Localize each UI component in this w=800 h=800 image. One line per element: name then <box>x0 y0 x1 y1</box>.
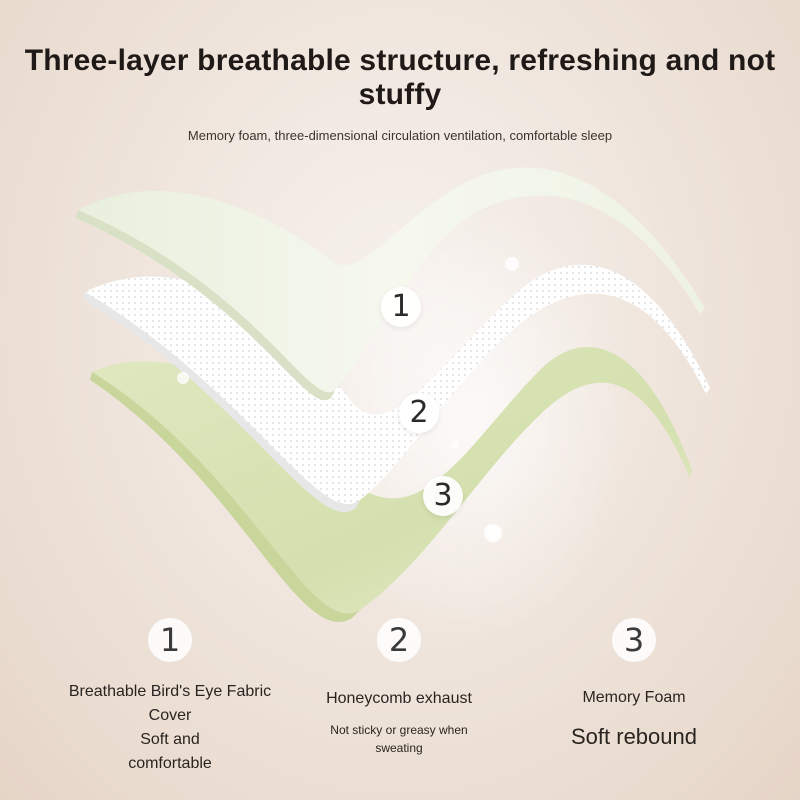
feature-desc: Soft rebound <box>571 724 697 749</box>
feature-fabric: 1 Breathable Bird's Eye Fabric Cover Sof… <box>60 618 280 776</box>
feature-honeycomb: 2 Honeycomb exhaust Not sticky or greasy… <box>289 618 509 757</box>
feature-desc-cont: sweating <box>375 741 423 755</box>
page-title: Three-layer breathable structure, refres… <box>24 44 776 111</box>
page-subtitle: Memory foam, three-dimensional circulati… <box>187 128 613 143</box>
bubble <box>505 257 519 271</box>
feature-number: 1 <box>148 618 192 662</box>
bubble <box>484 524 502 542</box>
feature-memory-foam: 3 Memory Foam Soft rebound <box>524 618 744 750</box>
bubble <box>177 372 189 384</box>
feature-desc: Not sticky or greasy when <box>330 723 468 737</box>
feature-title: Memory Foam <box>582 689 686 706</box>
layer-marker-3: 3 <box>423 476 463 516</box>
layer-marker-2: 2 <box>399 393 439 433</box>
feature-desc: Soft and <box>140 731 200 748</box>
layer-marker-1: 1 <box>381 287 421 327</box>
feature-number: 2 <box>377 618 421 662</box>
feature-title: Honeycomb exhaust <box>326 690 472 707</box>
feature-title: Breathable Bird's Eye Fabric <box>68 683 272 700</box>
layer-fabric <box>78 167 705 393</box>
feature-number: 3 <box>612 618 656 662</box>
bubble <box>451 441 459 449</box>
feature-desc-cont: comfortable <box>128 755 212 772</box>
feature-title-cont: Cover <box>148 707 192 724</box>
